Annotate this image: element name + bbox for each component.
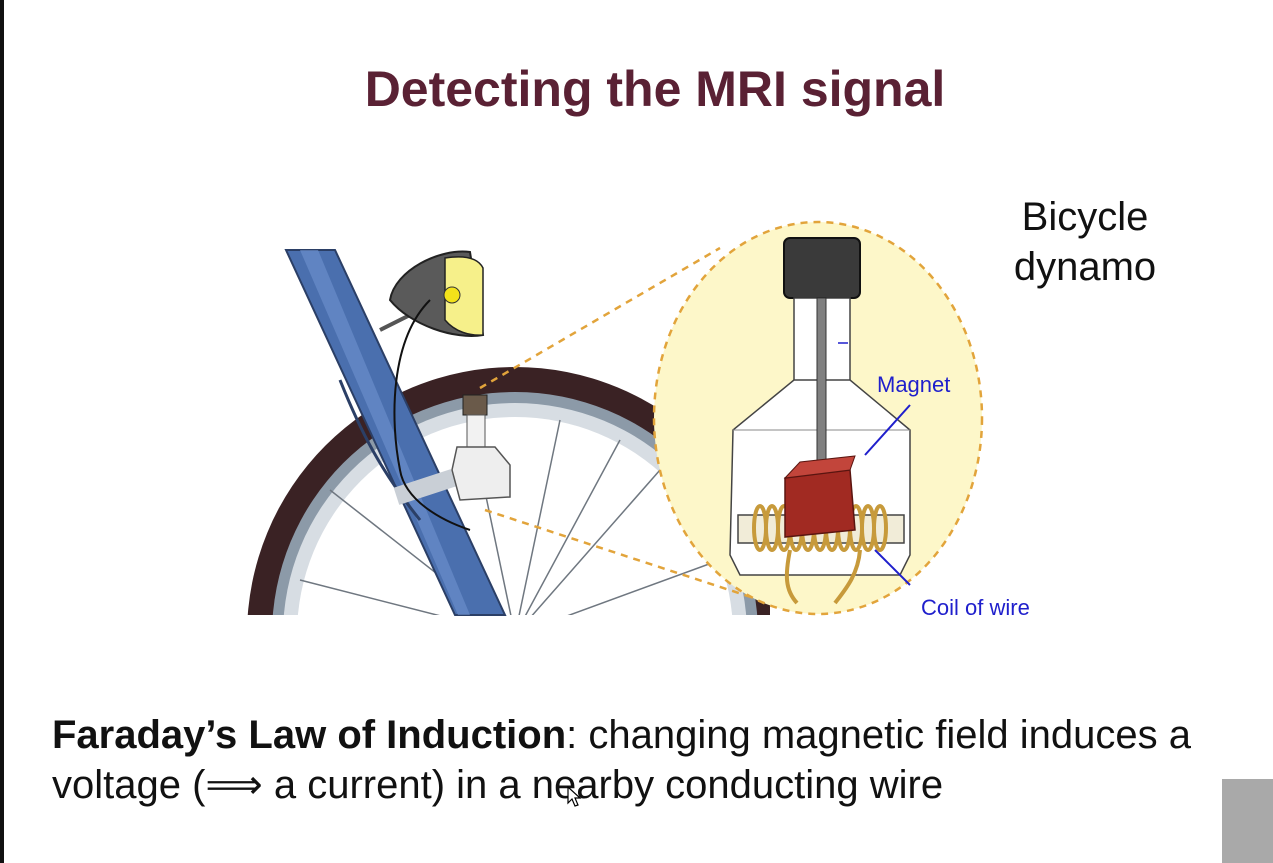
faraday-law-text: Faraday’s Law of Induction: changing mag… <box>52 710 1267 810</box>
scroll-handle[interactable] <box>1222 779 1273 863</box>
dynamo-label-line2: dynamo <box>1013 245 1157 289</box>
slide-title: Detecting the MRI signal <box>364 61 946 117</box>
dynamo-cutaway <box>729 237 911 605</box>
dynamo-label: Bicycle dynamo <box>990 192 1180 292</box>
dynamo-label-line1: Bicycle <box>1021 195 1149 239</box>
window-left-edge <box>0 0 4 863</box>
magnet-label: Magnet <box>877 372 951 397</box>
coil-label: Coil of wire <box>921 595 1030 620</box>
faraday-law-heading: Faraday’s Law of Induction <box>52 713 567 757</box>
bicycle-lamp <box>379 250 485 531</box>
zoom-lines <box>479 246 761 602</box>
dynamo-on-wheel <box>451 394 511 501</box>
faraday-law-description: : changing magnetic field induces a volt… <box>52 713 1191 807</box>
mouse-pointer-icon <box>567 786 582 807</box>
